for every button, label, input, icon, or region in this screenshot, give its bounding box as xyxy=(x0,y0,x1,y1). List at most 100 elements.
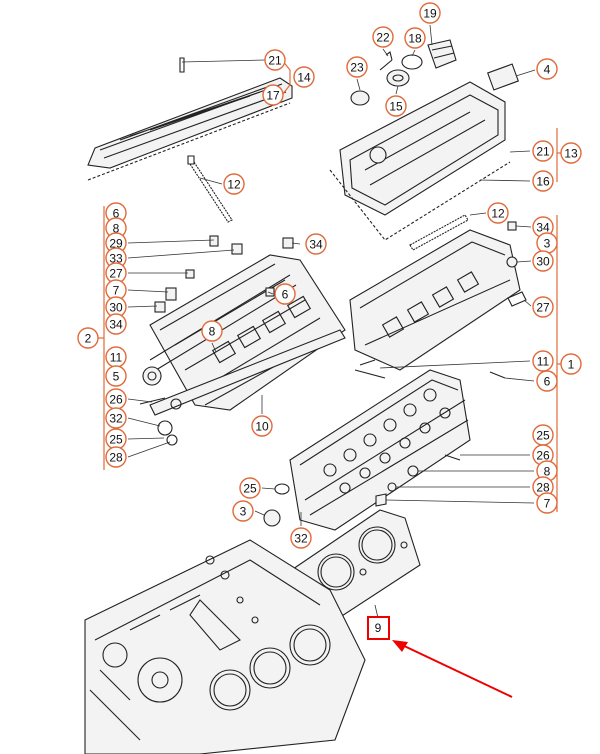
callout-ring xyxy=(201,320,223,342)
callout-c6c: 6 xyxy=(536,370,558,392)
callout-c4: 4 xyxy=(536,58,558,80)
callout-ring xyxy=(305,233,327,255)
cylinder-head-cover-left xyxy=(87,57,293,181)
callout-c34a: 34 xyxy=(105,313,127,335)
callout-ring xyxy=(290,527,312,549)
callout-ring xyxy=(372,26,394,48)
stud-bolt-right xyxy=(409,212,487,251)
callout-c25b: 25 xyxy=(532,424,554,446)
callout-c23: 23 xyxy=(346,56,368,78)
callout-c32b: 32 xyxy=(290,527,312,549)
callout-ring xyxy=(419,2,441,24)
callout-number: 6 xyxy=(282,288,289,302)
callout-c11a: 11 xyxy=(105,346,127,368)
callout-ring xyxy=(385,95,407,117)
callout-c30a: 30 xyxy=(105,296,127,318)
callout-number: 6 xyxy=(544,375,551,389)
callout-c10: 10 xyxy=(251,415,273,437)
engine-block xyxy=(84,539,366,754)
camshaft-housing-left xyxy=(149,254,346,416)
callout-number: 8 xyxy=(113,222,120,236)
callout-number: 5 xyxy=(113,370,120,384)
callout-number: 21 xyxy=(268,54,282,68)
callout-number: 16 xyxy=(536,175,550,189)
callout-ring xyxy=(105,407,127,429)
callout-c13: 13 xyxy=(560,142,582,164)
callout-c21b: 21 xyxy=(532,140,554,162)
callout-c22: 22 xyxy=(372,26,394,48)
callout-c12b: 12 xyxy=(487,202,509,224)
callout-ring xyxy=(274,283,296,305)
callout-number: 10 xyxy=(255,420,269,434)
callout-number: 22 xyxy=(376,31,390,45)
callout-number: 27 xyxy=(109,267,123,281)
callout-c28a: 28 xyxy=(105,446,127,468)
highlight-label: 9 xyxy=(375,621,382,635)
callout-ring xyxy=(77,327,99,349)
callout-number: 25 xyxy=(243,482,257,496)
callout-c18: 18 xyxy=(404,27,426,49)
callout-number: 32 xyxy=(294,532,308,546)
callout-number: 7 xyxy=(113,284,120,298)
callout-number: 21 xyxy=(536,145,550,159)
callout-ring xyxy=(487,202,509,224)
callout-ring xyxy=(532,250,554,272)
callout-ring xyxy=(239,477,261,499)
callout-number: 11 xyxy=(110,351,123,365)
callout-ring xyxy=(223,173,245,195)
callout-c16: 16 xyxy=(532,170,554,192)
callout-c3b: 3 xyxy=(232,500,254,522)
callout-ring xyxy=(536,492,558,514)
callout-ring xyxy=(536,58,558,80)
callout-number: 34 xyxy=(309,238,323,252)
callout-ring xyxy=(232,500,254,522)
callout-number: 19 xyxy=(423,7,437,21)
callout-c26a: 26 xyxy=(105,388,127,410)
red-arrow-head-icon xyxy=(392,640,408,652)
callout-number: 30 xyxy=(536,255,550,269)
callout-ring xyxy=(293,66,315,88)
callout-ring xyxy=(560,142,582,164)
callout-c32a: 32 xyxy=(105,407,127,429)
callout-number: 13 xyxy=(564,147,578,161)
cylinder-head xyxy=(254,359,535,531)
callout-c30b: 30 xyxy=(532,250,554,272)
small-parts-left xyxy=(127,235,301,458)
callout-number: 28 xyxy=(536,481,550,495)
callout-c33: 33 xyxy=(105,247,127,269)
callout-number: 8 xyxy=(209,325,216,339)
callout-number: 2 xyxy=(85,332,92,346)
callout-ring xyxy=(404,27,426,49)
callout-number: 18 xyxy=(408,32,422,46)
callout-ring xyxy=(262,84,284,106)
callout-c25a: 25 xyxy=(105,428,127,450)
callout-number: 29 xyxy=(109,237,123,251)
callout-number: 34 xyxy=(109,318,123,332)
callout-c17: 17 xyxy=(262,84,284,106)
callout-ring xyxy=(532,140,554,162)
stud-bolt-left xyxy=(187,155,233,223)
callout-ring xyxy=(251,415,273,437)
callout-number: 28 xyxy=(109,451,123,465)
callout-ring xyxy=(532,350,554,372)
callout-number: 11 xyxy=(537,355,550,369)
callout-ring xyxy=(264,49,286,71)
callout-c5: 5 xyxy=(105,365,127,387)
callout-c12a: 12 xyxy=(223,173,245,195)
callout-c27b: 27 xyxy=(532,296,554,318)
callout-ring xyxy=(536,370,558,392)
oil-filler-parts xyxy=(350,24,457,106)
callout-c8b: 8 xyxy=(201,320,223,342)
callout-c27a: 27 xyxy=(105,262,127,284)
callout-c25c: 25 xyxy=(239,477,261,499)
callout-number: 30 xyxy=(109,301,123,315)
callout-number: 17 xyxy=(266,89,280,103)
callout-number: 15 xyxy=(389,100,403,114)
callout-number: 12 xyxy=(227,178,241,192)
callout-ring xyxy=(532,296,554,318)
red-arrow-shaft xyxy=(399,643,513,698)
callout-c29: 29 xyxy=(105,232,127,254)
callout-c34b: 34 xyxy=(305,233,327,255)
